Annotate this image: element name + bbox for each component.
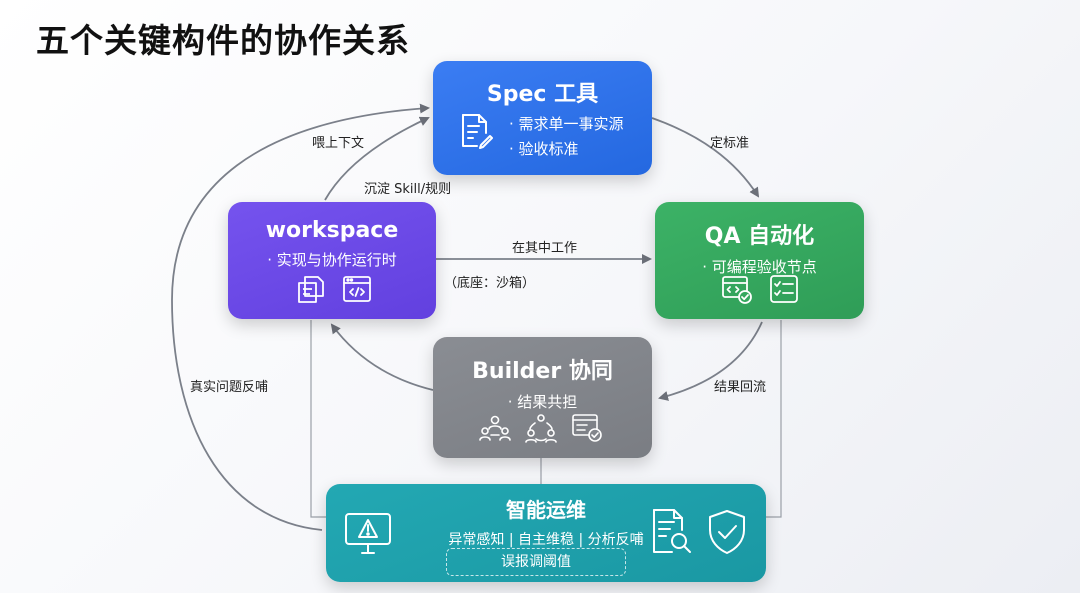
edge-label-feed-context: 喂上下文: [312, 136, 365, 151]
edge-result-return: [658, 321, 763, 401]
node-ops-title: 智能运维: [506, 498, 586, 522]
code-window-icon: [342, 274, 372, 308]
code-check-icon: [721, 274, 753, 308]
node-builder-collab: Builder 协同 · 结果共担: [433, 337, 652, 458]
node-builder-title: Builder 协同: [472, 359, 613, 384]
document-search-icon: [650, 508, 692, 560]
edge-label-result-return: 结果回流: [714, 380, 767, 395]
node-spec-tool: Spec 工具 · 需求单一事实源 · 验收标准: [433, 61, 652, 175]
team-icon: [479, 411, 511, 447]
edge-label-precipitate: 沉淀 Skill/规则: [364, 182, 452, 197]
edge-label-set-standard: 定标准: [710, 136, 750, 151]
node-spec-title: Spec 工具: [486, 82, 599, 107]
node-workspace: workspace · 实现与协作运行时: [228, 202, 436, 319]
node-qa-title: QA 自动化: [704, 224, 815, 249]
node-qa-line-1: · 可编程验收节点: [702, 258, 817, 276]
node-workspace-line-1: · 实现与协作运行时: [267, 251, 397, 269]
checklist-icon: [769, 274, 799, 308]
edge-precipitate: [324, 116, 430, 201]
edge-feedback-loop: [171, 103, 430, 531]
edge-set-standard: [651, 117, 760, 198]
shield-check-icon: [706, 508, 748, 560]
node-workspace-title: workspace: [265, 218, 399, 243]
page-title: 五个关键构件的协作关系: [36, 21, 410, 60]
node-builder-line-1: · 结果共担: [507, 393, 578, 411]
monitor-alert-icon: [344, 512, 392, 560]
collaboration-icon: [525, 411, 557, 447]
node-qa-automation: QA 自动化 · 可编程验收节点: [655, 202, 864, 319]
edge-label-work-in: 在其中工作: [512, 241, 578, 256]
node-spec-line-2: · 验收标准: [509, 140, 579, 158]
document-edit-icon: [459, 113, 493, 153]
node-spec-line-1: · 需求单一事实源: [509, 115, 624, 133]
report-check-icon: [571, 411, 603, 447]
edge-label-real-feedback: 真实问题反哺: [190, 380, 269, 395]
node-ops-line-1: 异常感知 | 自主维稳 | 分析反哺: [448, 532, 644, 548]
edge-qa-ops: [766, 320, 782, 518]
node-ops-note: 误报调阈值: [446, 548, 626, 576]
edge-ws-ops: [310, 320, 326, 518]
edge-builder-workspace: [330, 323, 434, 391]
node-intelligent-ops: 智能运维 异常感知 | 自主维稳 | 分析反哺 误报调阈值: [326, 484, 766, 582]
edge-label-base: （底座：沙箱）: [444, 276, 536, 291]
files-icon: [296, 274, 326, 308]
